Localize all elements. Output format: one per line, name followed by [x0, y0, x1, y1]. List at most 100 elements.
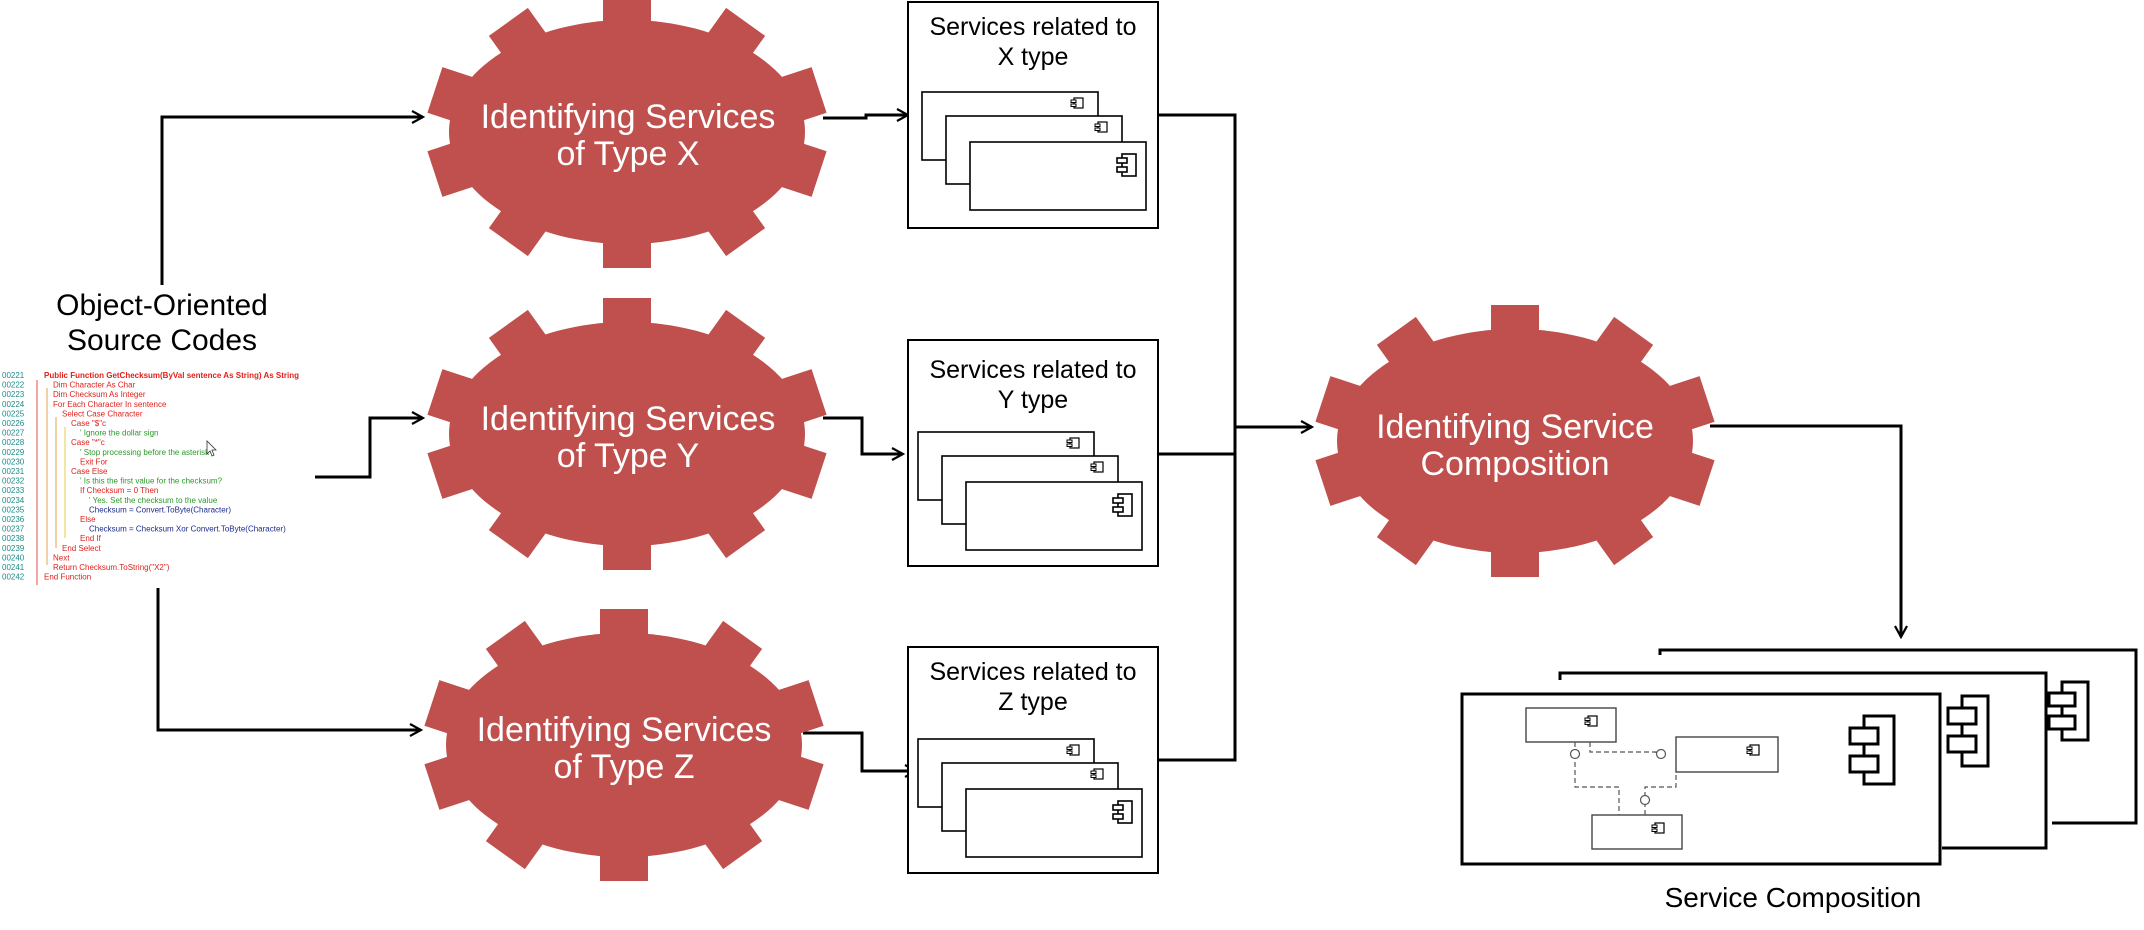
code-line-text: Dim Checksum As Integer — [53, 390, 146, 399]
service-stack-x — [921, 91, 1147, 211]
code-line-text: Checksum = Convert.ToByte(Character) — [89, 505, 231, 514]
services-z-title-line1: Services related to — [929, 658, 1136, 686]
code-line-text: Case "$"c — [71, 419, 106, 428]
component-icon — [1090, 461, 1104, 473]
component-icon — [1070, 97, 1084, 109]
code-line-number: 00222 — [2, 381, 25, 390]
gear-y-label-line1: Identifying Services — [481, 400, 776, 438]
source-code-snippet: 00221 Public Function GetChecksum(ByVal s… — [2, 371, 299, 585]
services-x-title-line1: Services related to — [929, 13, 1136, 41]
code-line-number: 00233 — [2, 486, 25, 495]
code-line-number: 00231 — [2, 467, 25, 476]
gear-body — [449, 322, 805, 546]
composition-big-component-icon — [1848, 714, 1896, 786]
source-label-line1: Object-Oriented — [56, 289, 268, 322]
code-line-number: 00234 — [2, 496, 25, 505]
service-stack-y — [917, 431, 1143, 551]
source-label-line2: Source Codes — [67, 324, 257, 357]
gear-composition-label-line1: Identifying Service — [1376, 408, 1654, 446]
code-line-text: Else — [80, 515, 96, 524]
gear-body — [449, 20, 805, 244]
gear-identify-type-x — [427, 0, 827, 268]
code-line-text: End If — [80, 534, 102, 543]
code-line-number: 00221 — [2, 371, 25, 380]
component-icon — [1094, 121, 1108, 133]
code-line-text: Exit For — [80, 457, 108, 466]
code-line-number: 00240 — [2, 553, 25, 562]
code-line-text: End Select — [62, 544, 101, 553]
code-line-number: 00238 — [2, 534, 25, 543]
line-services-y-out — [1158, 427, 1237, 456]
gear-z-label-line1: Identifying Services — [477, 711, 772, 749]
code-line-number: 00223 — [2, 390, 25, 399]
code-line-number: 00227 — [2, 429, 25, 438]
code-line-text: Case "*"c — [71, 438, 105, 447]
code-line-text: Next — [53, 553, 70, 562]
arrow-source-to-x — [160, 117, 423, 285]
line-services-x-out — [1158, 113, 1237, 762]
code-line-number: 00239 — [2, 544, 25, 553]
arrow-source-to-z — [156, 588, 421, 730]
service-composition-label: Service Composition — [1665, 882, 1922, 913]
gear-composition-label-line2: Composition — [1421, 445, 1610, 483]
service-composition-stack — [1460, 648, 2138, 866]
arrow-gear-z-to-services — [803, 731, 916, 771]
code-line-number: 00241 — [2, 563, 25, 572]
arrow-gear-x-to-services — [823, 115, 908, 118]
code-line-text: Case Else — [71, 467, 108, 476]
code-line-text: End Function — [44, 573, 91, 582]
connectors — [156, 113, 1901, 771]
service-card — [969, 141, 1147, 211]
gear-body — [446, 633, 802, 857]
inner-component-a — [1525, 707, 1617, 743]
services-y-title-line1: Services related to — [929, 356, 1136, 384]
code-line-number: 00242 — [2, 573, 25, 582]
code-line-number: 00236 — [2, 515, 25, 524]
code-line-text: If Checksum = 0 Then — [80, 486, 158, 495]
code-line-number: 00228 — [2, 438, 25, 447]
code-line-number: 00224 — [2, 400, 25, 409]
gear-body — [1337, 329, 1693, 553]
service-card — [965, 481, 1143, 551]
service-stack-z — [917, 738, 1143, 858]
component-icon — [1066, 437, 1080, 449]
arrow-composition-gear-to-result — [1710, 424, 1901, 637]
gear-identify-type-y — [427, 298, 827, 570]
code-line-text: ' Stop processing before the asterisk — [80, 448, 210, 457]
code-line-text: Select Case Character — [62, 409, 143, 418]
code-line-number: 00225 — [2, 409, 25, 418]
code-line-number: 00237 — [2, 525, 25, 534]
gear-y-label-line2: of Type Y — [557, 437, 699, 475]
code-line-text: ' Yes. Set the checksum to the value — [89, 496, 218, 505]
mouse-cursor-icon — [206, 440, 217, 457]
component-icon — [1090, 768, 1104, 780]
gear-identify-composition — [1315, 305, 1715, 577]
services-box-x: Services related to X type — [907, 1, 1159, 229]
code-line-number: 00235 — [2, 505, 25, 514]
gear-x-label-line2: of Type X — [556, 135, 699, 173]
code-line-text: For Each Character In sentence — [53, 400, 167, 409]
code-line-number: 00230 — [2, 457, 25, 466]
code-line-text: Return Checksum.ToString("X2") — [53, 563, 170, 572]
services-box-y: Services related to Y type — [907, 339, 1159, 567]
services-y-title-line2: Y type — [998, 386, 1068, 414]
arrow-source-to-y — [315, 418, 423, 479]
inner-component-c — [1591, 814, 1683, 850]
code-line-number: 00229 — [2, 448, 25, 457]
inner-component-b — [1675, 736, 1779, 773]
code-line-text: ' Is this the first value for the checks… — [80, 477, 223, 486]
service-card — [965, 788, 1143, 858]
code-line-text: ' Ignore the dollar sign — [80, 429, 158, 438]
gear-z-label-line2: of Type Z — [553, 748, 694, 786]
gear-identify-type-z — [424, 609, 824, 881]
component-icon — [1066, 744, 1080, 756]
code-line-text: Public Function GetChecksum(ByVal senten… — [44, 371, 299, 380]
code-line-text: Checksum = Checksum Xor Convert.ToByte(C… — [89, 525, 286, 534]
code-line-number: 00232 — [2, 477, 25, 486]
arrow-gear-y-to-services — [823, 416, 903, 454]
code-line-text: Dim Character As Char — [53, 381, 136, 390]
services-box-z: Services related to Z type — [907, 646, 1159, 874]
services-x-title-line2: X type — [998, 43, 1069, 71]
code-line-number: 00226 — [2, 419, 25, 428]
